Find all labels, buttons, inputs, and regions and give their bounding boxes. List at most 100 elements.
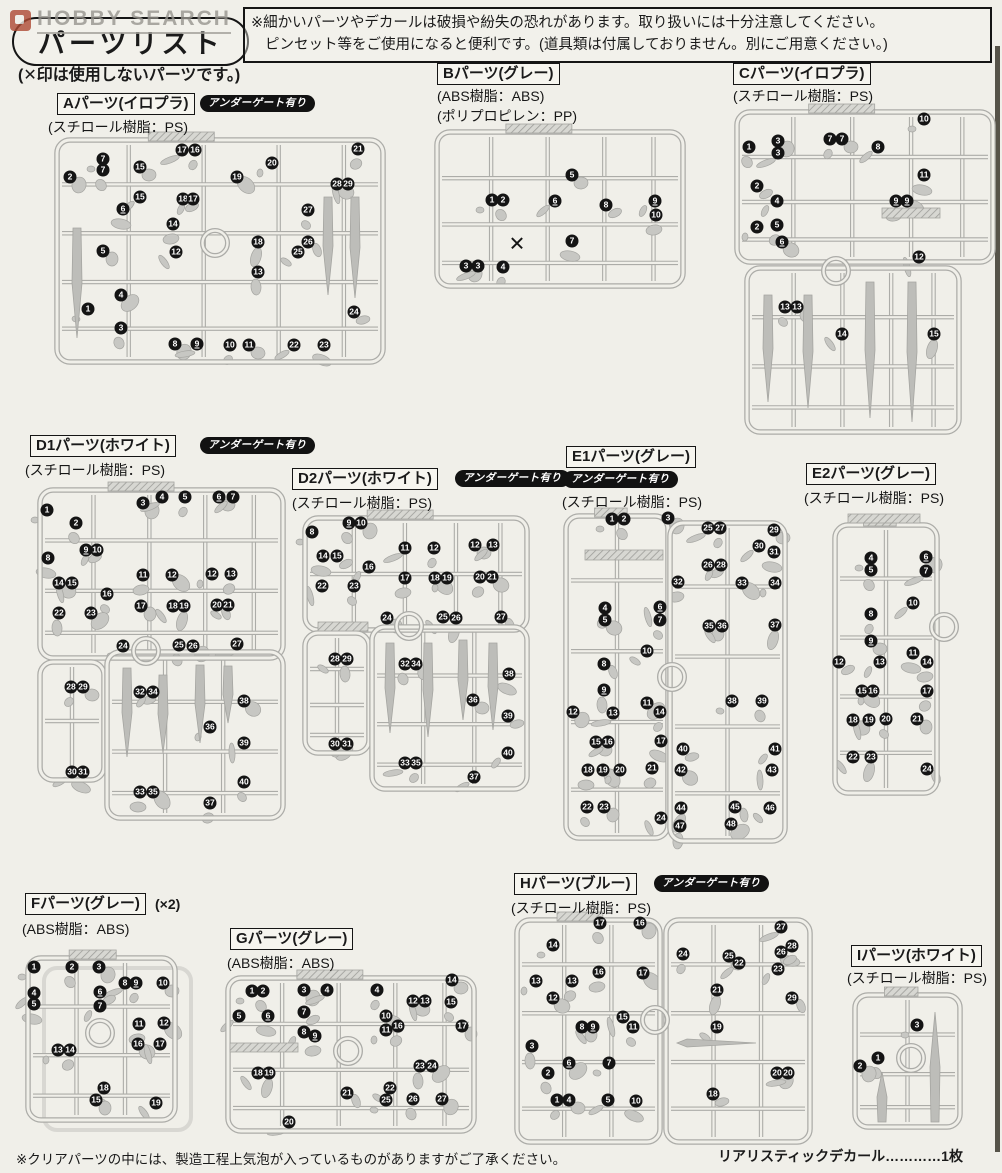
runner-G-part-23: 23 bbox=[413, 1059, 427, 1073]
runner-F-part-12: 12 bbox=[157, 1016, 171, 1030]
runner-A-part-23: 23 bbox=[317, 338, 331, 352]
runner-G-part-8: 8 bbox=[297, 1025, 311, 1039]
runner-E1-part-39: 39 bbox=[755, 694, 769, 708]
page-title: パーツリスト bbox=[12, 17, 250, 66]
runner-D2-part-31: 31 bbox=[340, 737, 354, 751]
runner-E1-part-4: 4 bbox=[598, 601, 612, 615]
runner-D2-part-23: 23 bbox=[347, 579, 361, 593]
runner-D1-part-16: 16 bbox=[100, 587, 114, 601]
runner-D1-part-1: 1 bbox=[40, 503, 54, 517]
runner-A-part-20: 20 bbox=[265, 156, 279, 170]
runner-A-part-15: 15 bbox=[133, 190, 147, 204]
runner-A-sprue-diagram bbox=[54, 131, 386, 367]
runner-F-part-8: 8 bbox=[118, 976, 132, 990]
runner-D2-undergate-badge: アンダーゲート有り bbox=[455, 470, 570, 487]
runner-C-part-7: 7 bbox=[823, 132, 837, 146]
runner-F-label: Fパーツ(グレー) bbox=[25, 893, 146, 915]
runner-A-part-2: 2 bbox=[63, 170, 77, 184]
runner-E2-part-9: 9 bbox=[864, 634, 878, 648]
runner-E1-part-44: 44 bbox=[674, 801, 688, 815]
runner-E2-part-21: 21 bbox=[910, 712, 924, 726]
runner-E2-part-7: 7 bbox=[919, 564, 933, 578]
runner-F-part-6: 6 bbox=[93, 985, 107, 999]
runner-A-part-18: 18 bbox=[251, 235, 265, 249]
runner-E1-part-28: 28 bbox=[714, 558, 728, 572]
runner-H-part-6: 6 bbox=[562, 1056, 576, 1070]
runner-E1-part-2: 2 bbox=[617, 512, 631, 526]
runner-G-part-5: 5 bbox=[232, 1009, 246, 1023]
runner-H-part-5: 5 bbox=[601, 1093, 615, 1107]
runner-E2-material-0: (スチロール樹脂：PS) bbox=[804, 490, 944, 506]
runner-C-part-15: 15 bbox=[927, 327, 941, 341]
runner-H-part-1: 1 bbox=[550, 1093, 564, 1107]
runner-D2-part-29: 29 bbox=[340, 652, 354, 666]
runner-E1-part-20: 20 bbox=[613, 763, 627, 777]
runner-H-part-15: 15 bbox=[616, 1010, 630, 1024]
runner-E1-part-38: 38 bbox=[725, 694, 739, 708]
runner-E2-part-20: 20 bbox=[879, 712, 893, 726]
runner-H-part-10: 10 bbox=[629, 1094, 643, 1108]
runner-D2-part-39: 39 bbox=[501, 709, 515, 723]
runner-E1-part-15: 15 bbox=[589, 735, 603, 749]
runner-E1-part-46: 46 bbox=[763, 801, 777, 815]
runner-F-part-4: 4 bbox=[27, 986, 41, 1000]
runner-E1-part-5: 5 bbox=[598, 613, 612, 627]
runner-A-part-10: 10 bbox=[223, 338, 237, 352]
runner-E1-part-45: 45 bbox=[728, 800, 742, 814]
runner-D1-part-38: 38 bbox=[237, 694, 251, 708]
runner-E1-label: E1パーツ(グレー) bbox=[566, 446, 697, 468]
runner-D1-part-26: 26 bbox=[186, 639, 200, 653]
runner-H-part-17: 17 bbox=[636, 966, 650, 980]
runner-H-part-12: 12 bbox=[546, 991, 560, 1005]
runner-B-part-3: 3 bbox=[471, 259, 485, 273]
runner-B-unused-x-mark: ✕ bbox=[508, 233, 526, 256]
runner-G-part-26: 26 bbox=[406, 1092, 420, 1106]
runner-C-part-8: 8 bbox=[871, 140, 885, 154]
runner-D1-part-8: 8 bbox=[41, 551, 55, 565]
runner-E1-part-9: 9 bbox=[597, 683, 611, 697]
runner-C-part-13: 13 bbox=[790, 300, 804, 314]
runner-E1-part-17: 17 bbox=[654, 734, 668, 748]
runner-C-part-9: 9 bbox=[889, 194, 903, 208]
clear-parts-note: ※クリアパーツの中には、製造工程上気泡が入っているものがありますがご了承ください… bbox=[16, 1152, 567, 1167]
runner-G-part-20: 20 bbox=[282, 1115, 296, 1129]
runner-G-part-4: 4 bbox=[320, 983, 334, 997]
runner-H-part-29: 29 bbox=[785, 991, 799, 1005]
runner-D2-part-17: 17 bbox=[398, 571, 412, 585]
runner-A-part-7: 7 bbox=[96, 163, 110, 177]
runner-B-part-7: 7 bbox=[565, 234, 579, 248]
runner-H-part-9: 9 bbox=[586, 1020, 600, 1034]
runner-I-part-1: 1 bbox=[871, 1051, 885, 1065]
runner-H-part-27: 27 bbox=[774, 920, 788, 934]
runner-F-part-14: 14 bbox=[63, 1043, 77, 1057]
runner-E1-part-43: 43 bbox=[765, 763, 779, 777]
runner-H-part-16: 16 bbox=[633, 916, 647, 930]
runner-D1-part-34: 34 bbox=[146, 685, 160, 699]
runner-E2-part-4: 4 bbox=[864, 551, 878, 565]
runner-E2-part-8: 8 bbox=[864, 607, 878, 621]
runner-A-part-26: 26 bbox=[301, 235, 315, 249]
runner-D1-label: D1パーツ(ホワイト) bbox=[30, 435, 176, 457]
runner-A-part-24: 24 bbox=[347, 305, 361, 319]
runner-C-part-2: 2 bbox=[750, 179, 764, 193]
runner-D2-part-18: 18 bbox=[428, 571, 442, 585]
runner-H-undergate-badge: アンダーゲート有り bbox=[654, 875, 769, 892]
runner-E2-part-5: 5 bbox=[864, 563, 878, 577]
runner-E1-part-24: 24 bbox=[654, 811, 668, 825]
runner-E1-part-31: 31 bbox=[767, 545, 781, 559]
runner-H-part-28: 28 bbox=[785, 939, 799, 953]
runner-F-part-13: 13 bbox=[51, 1043, 65, 1057]
runner-F-part-2: 2 bbox=[65, 960, 79, 974]
runner-D2-part-28: 28 bbox=[328, 652, 342, 666]
runner-A-part-29: 29 bbox=[341, 177, 355, 191]
runner-E1-part-8: 8 bbox=[597, 657, 611, 671]
runner-E1-part-25: 25 bbox=[701, 521, 715, 535]
runner-D1-part-14: 14 bbox=[52, 576, 66, 590]
runner-H-sprue-diagram bbox=[514, 911, 813, 1145]
runner-D2-part-37: 37 bbox=[467, 770, 481, 784]
runner-A-part-27: 27 bbox=[301, 203, 315, 217]
runner-E2-part-18: 18 bbox=[846, 713, 860, 727]
runner-G-part-18: 18 bbox=[251, 1066, 265, 1080]
runner-E1-part-35: 35 bbox=[702, 619, 716, 633]
runner-E2-part-10: 10 bbox=[906, 596, 920, 610]
